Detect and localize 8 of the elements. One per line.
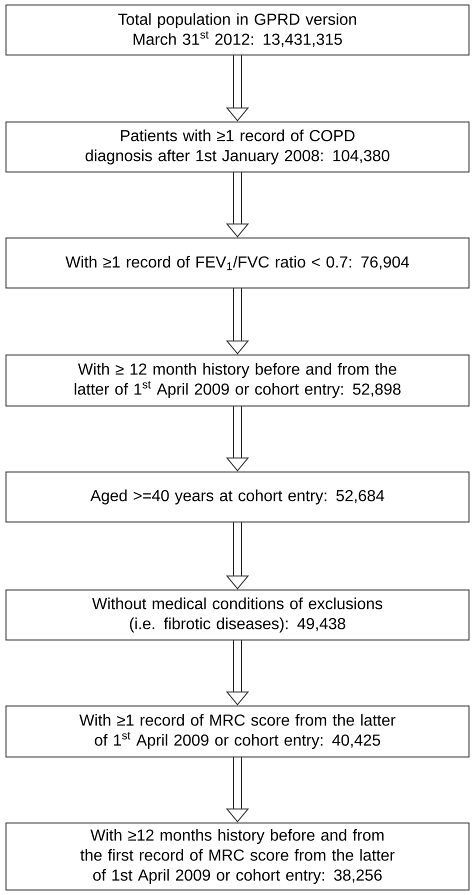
process-box: With ≥1 record of MRC score from the latter of 1$^{st}$ April 2009 or cohort entry: 40,425 [6,706,470,758]
process-box: Total population in GPRD version March 31$^{st}$ 2012: 13,431,315 [6,4,470,56]
process-box: Patients with ≥1 record of COPD diagnosis after 1st January 2008: 104,380 [6,122,470,172]
process-box: With ≥ 12 month history before and from the latter of 1$^{st}$ April 2009 or cohort entry: 52,898 [6,354,470,406]
process-box: With ≥12 months history before and from the first record of MRC score from the latter of 1st April 2009 or cohort entry: 38,256 [6,822,470,890]
process-box: Without medical conditions of exclusions (i.e. fibrotic diseases): 49,438 [6,590,470,640]
process-box: With ≥1 record of FEV$_{1}$/FVC ratio < 0.7: 76,904 [6,238,470,288]
process-box: Aged >=40 years at cohort entry: 52,684 [6,472,470,522]
